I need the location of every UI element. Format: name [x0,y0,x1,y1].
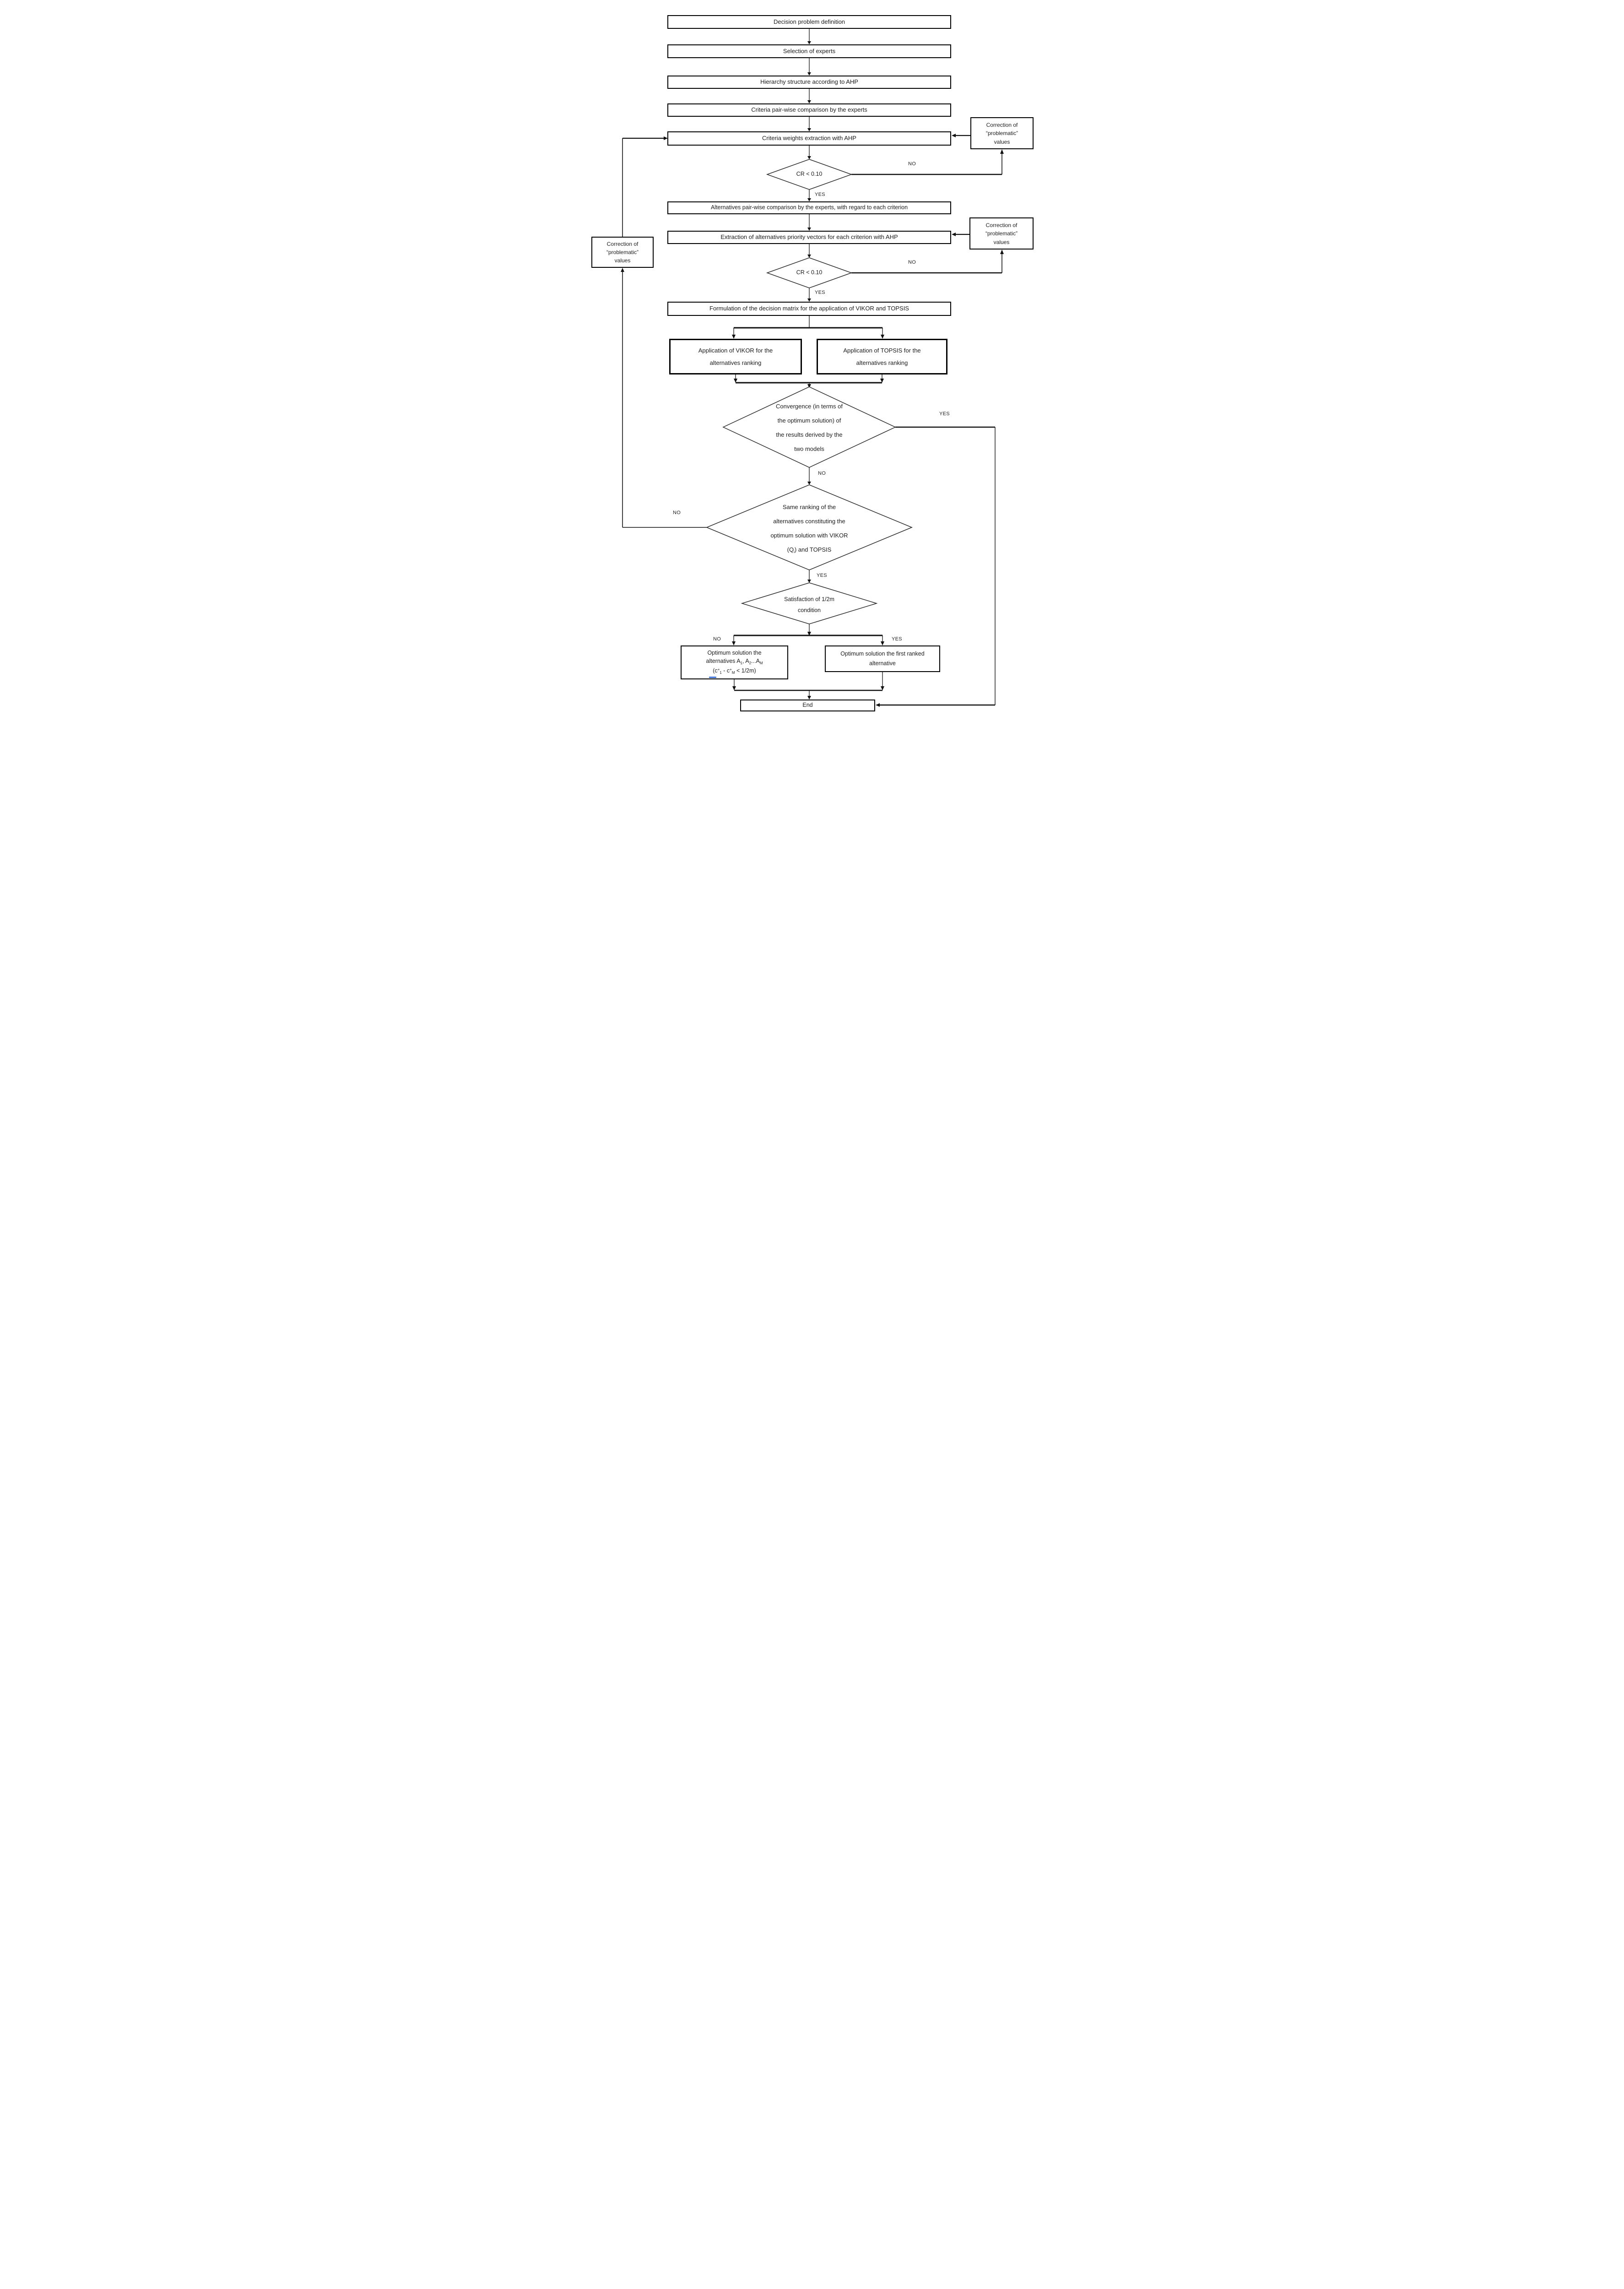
correction-box-left: Correction of “problematic” values [591,237,654,268]
diamond-same-ranking-shape [706,484,913,570]
correction-box-right-1-line3: values [994,138,1010,145]
correction-box-right-2: Correction of “problematic” values [969,217,1034,250]
satisfaction-line2: condition [797,607,821,613]
box-hierarchy-structure-label: Hierarchy structure according to AHP [760,78,858,86]
diamond-satisfaction-shape [741,582,878,624]
label-same-ranking-no: NO [673,510,681,515]
optimum-right-line1: Optimum solution the first ranked [840,651,925,657]
diamond-cr1-shape [766,159,853,190]
correction-box-right-1: Correction of “problematic” values [970,117,1034,149]
vikor-line2: alternatives ranking [709,359,762,366]
topsis-line1: Application of TOPSIS for the [843,347,921,354]
box-vikor-application: Application of VIKOR for the alternative… [669,339,802,374]
correction-box-right-2-line2: “problematic” [985,230,1018,237]
diamond-same-ranking-label: Same ranking of the alternatives constit… [741,500,878,559]
correction-box-left-line3: values [614,257,631,264]
vikor-line1: Application of VIKOR for the [698,347,773,354]
label-satisfaction-no: NO [713,636,721,642]
label-convergence-no: NO [818,471,826,476]
flowchart-canvas: Decision problem definition Selection of… [578,0,1046,722]
box-topsis-application: Application of TOPSIS for the alternativ… [817,339,947,374]
spellcheck-underline [709,677,716,678]
connector-lines [622,29,1002,706]
decision-diamonds [706,159,913,624]
same-ranking-line2: alternatives constituting the [773,518,845,525]
box-priority-vectors: Extraction of alternatives priority vect… [667,231,951,244]
optimum-left-line1: Optimum solution the [707,649,762,656]
box-optimum-alternatives: Optimum solution the alternatives A1, A2… [681,645,788,679]
box-alternatives-pairwise: Alternatives pair-wise comparison by the… [667,201,951,214]
convergence-line2: the optimum solution) of [777,417,841,424]
box-end: End [740,700,875,711]
box-selection-experts: Selection of experts [667,44,951,58]
box-criteria-weights: Criteria weights extraction with AHP [667,131,951,146]
correction-box-right-1-line2: “problematic” [985,130,1018,136]
label-cr1-no: NO [908,161,916,167]
label-satisfaction-yes: YES [892,636,902,642]
diamond-cr1-label: CR < 0.10 [796,171,823,177]
box-decision-problem-label: Decision problem definition [773,18,845,25]
arrowheads [621,41,1004,707]
box-decision-matrix: Formulation of the decision matrix for t… [667,302,951,316]
label-cr2-no: NO [908,260,916,265]
label-cr1-yes: YES [815,192,825,197]
convergence-line3: the results derived by the [776,431,843,438]
diamond-cr2-label: CR < 0.10 [796,269,823,276]
optimum-left-line2: alternatives A1, A2...AM [706,658,763,666]
same-ranking-line3: optimum solution with VIKOR [770,532,848,539]
diamond-convergence-label: Convergence (in terms of the optimum sol… [745,399,873,456]
box-selection-experts-label: Selection of experts [783,47,836,54]
box-priority-vectors-label: Extraction of alternatives priority vect… [720,233,898,241]
end-label: End [802,702,813,709]
diamond-satisfaction-label: Satisfaction of 1/2m condition [759,594,860,616]
correction-box-right-2-line3: values [993,239,1010,245]
label-same-ranking-yes: YES [817,573,827,578]
diamond-cr2-shape [766,257,853,288]
correction-box-left-line1: Correction of [606,241,639,247]
correction-box-right-1-line1: Correction of [986,121,1018,128]
flow-connectors [621,29,1004,707]
box-decision-matrix-label: Formulation of the decision matrix for t… [709,305,909,312]
box-criteria-pairwise-label: Criteria pair-wise comparison by the exp… [751,106,867,114]
label-cr2-yes: YES [815,290,825,295]
convergence-line4: two models [794,445,824,452]
correction-box-right-2-line1: Correction of [985,222,1018,228]
box-hierarchy-structure: Hierarchy structure according to AHP [667,76,951,89]
topsis-line2: alternatives ranking [856,359,908,366]
box-criteria-pairwise: Criteria pair-wise comparison by the exp… [667,103,951,117]
optimum-left-line3: (c+1 - c+M < 1/2m) [713,667,756,675]
convergence-line1: Convergence (in terms of [776,403,843,410]
diamond-convergence-shape [722,386,896,468]
same-ranking-line1: Same ranking of the [782,504,836,510]
label-convergence-yes: YES [939,411,950,417]
box-alternatives-pairwise-label: Alternatives pair-wise comparison by the… [710,204,908,211]
same-ranking-line4: (Qi) and TOPSIS [787,546,832,554]
box-optimum-first-ranked: Optimum solution the first ranked altern… [825,645,940,672]
correction-box-left-line2: “problematic” [606,249,639,255]
box-criteria-weights-label: Criteria weights extraction with AHP [762,135,856,142]
box-decision-problem: Decision problem definition [667,15,951,29]
optimum-right-line2: alternative [869,660,896,667]
satisfaction-line1: Satisfaction of 1/2m [784,596,834,602]
